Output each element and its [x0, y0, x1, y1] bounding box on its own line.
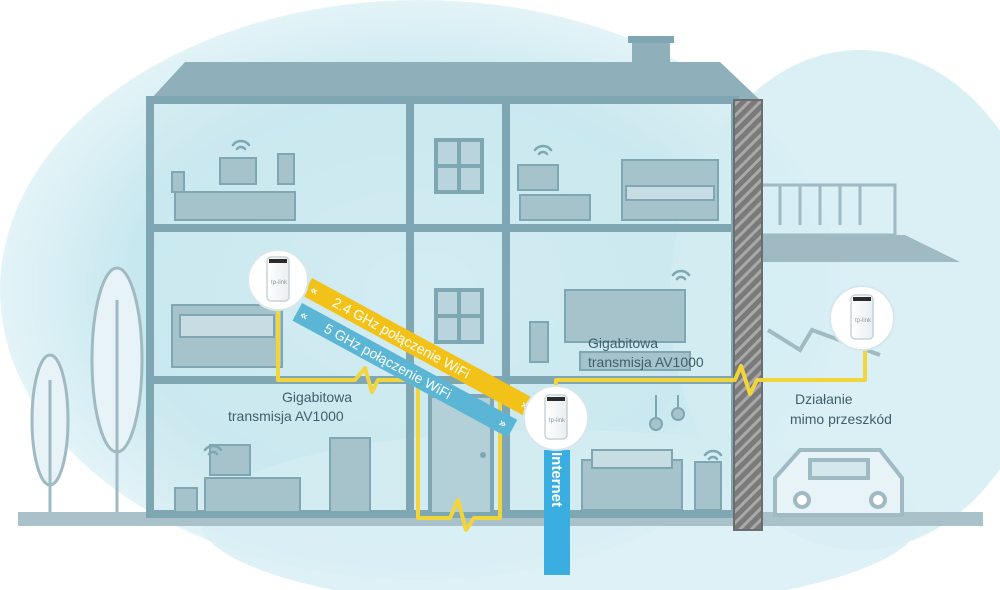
chimney-icon: [628, 36, 674, 62]
powerline-left-label-line1: Gigabitowa: [282, 389, 352, 405]
wall-label-line2: mimo przeszkód: [790, 411, 892, 427]
mesh-unit-brand: tp-link: [271, 280, 288, 286]
obstacle-wall: [733, 99, 763, 531]
furniture: [171, 153, 722, 513]
powerline-cable-right: [554, 345, 867, 412]
internet-cable: Internet: [544, 450, 570, 575]
internet-label: Internet: [548, 452, 565, 507]
stair-windows: [434, 138, 484, 344]
powerline-cable: [276, 300, 510, 532]
mesh-unit-icon: tp-link: [523, 385, 589, 451]
car-icon: [773, 448, 904, 517]
mesh-unit-icon: tp-link: [829, 285, 895, 351]
tree-icon: [30, 266, 144, 512]
garage: [758, 183, 960, 357]
wall-label-line1: Działanie: [795, 391, 853, 407]
mesh-unit-brand: tp-link: [549, 418, 566, 424]
mesh-unit-icon: tp-link: [247, 249, 309, 311]
wifi-icon: [203, 139, 723, 461]
powerline-right-label-line2: transmisja AV1000: [588, 354, 704, 370]
roof: [150, 62, 760, 100]
powerline-right-label-line1: Gigabitowa: [588, 335, 658, 351]
powerline-left-label-line2: transmisja AV1000: [228, 408, 344, 424]
mesh-unit-brand: tp-link: [855, 318, 872, 324]
